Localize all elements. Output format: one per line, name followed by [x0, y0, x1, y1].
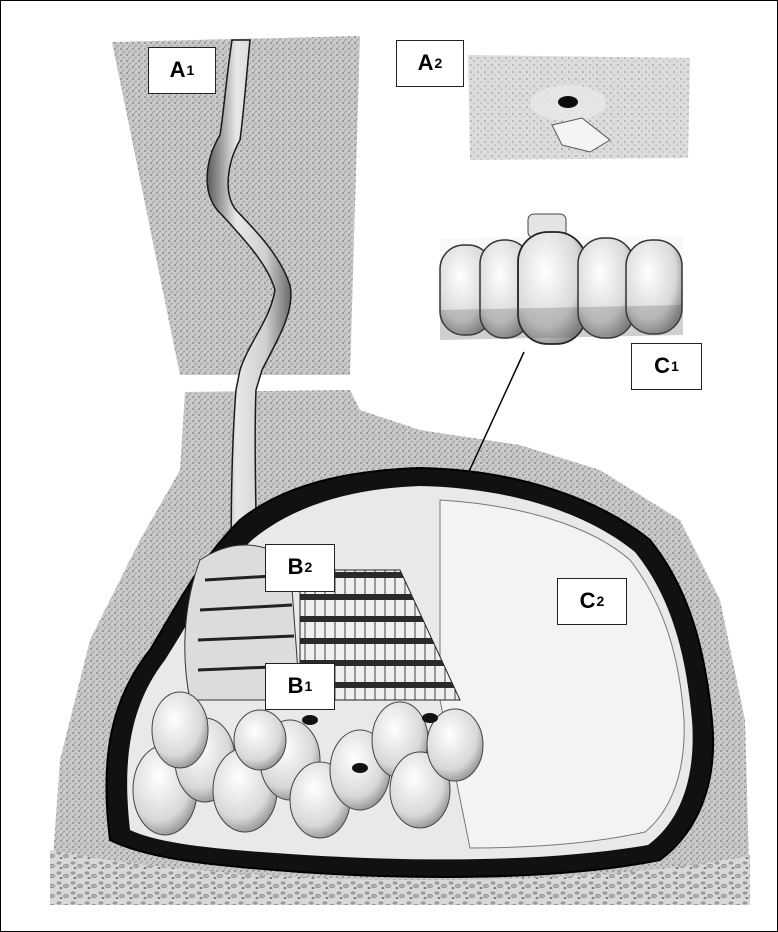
nest-entrance-surface — [468, 55, 690, 160]
brood-cell-row — [440, 214, 683, 344]
